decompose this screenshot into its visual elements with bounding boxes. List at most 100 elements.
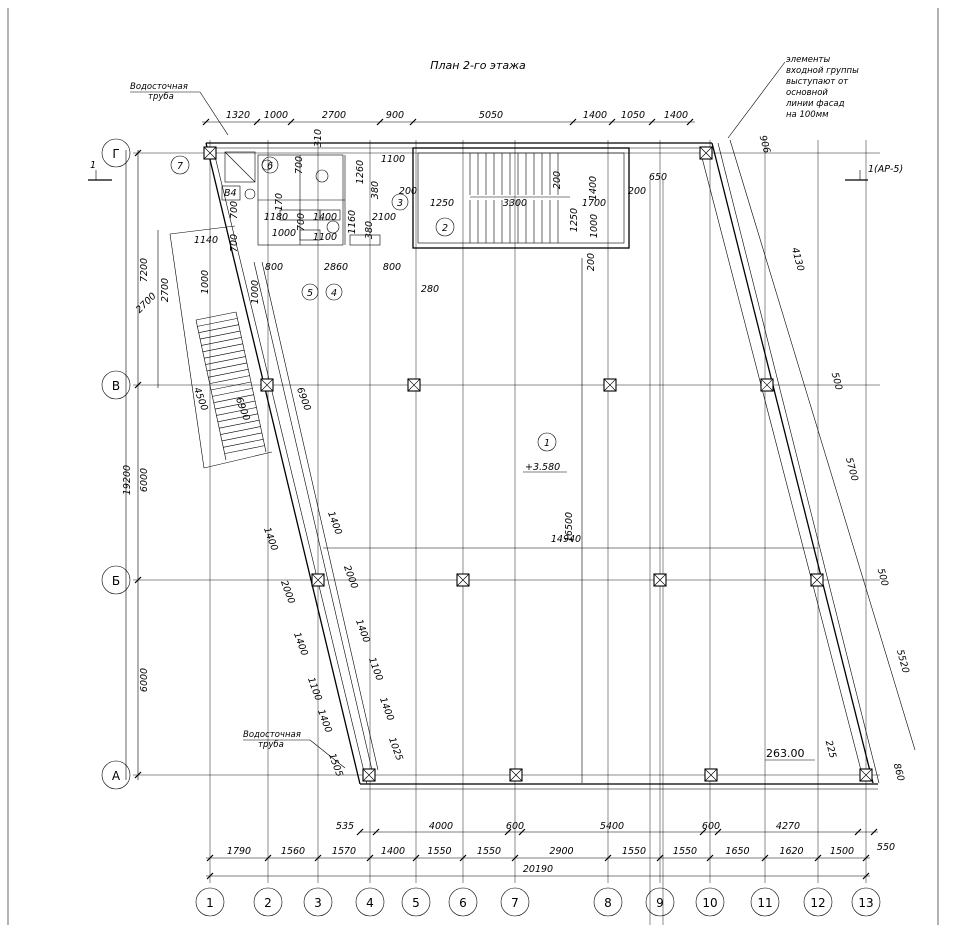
dim-label: 19200 [122, 465, 133, 495]
column [362, 768, 376, 782]
dim-tick [648, 118, 656, 126]
dim-label: 2900 [549, 846, 573, 857]
axis-label: 8 [604, 896, 612, 910]
dim-label: 5050 [479, 110, 503, 121]
drain-pipe-note-bottom: Водосточная труба [243, 730, 346, 769]
dim-label: 800 [265, 262, 283, 273]
dim-label: 700 [296, 213, 307, 231]
column [407, 378, 421, 392]
axis-label: 7 [511, 896, 519, 910]
axis-bubble-col-9: 9 [645, 887, 675, 917]
dim-tick [604, 854, 612, 862]
stair-step [219, 419, 260, 429]
svg-text:1(АР-5): 1(АР-5) [868, 164, 903, 175]
dim-label: 6900 [294, 386, 313, 412]
dim-label: 1050 [621, 110, 645, 121]
dim-tick [287, 118, 295, 126]
dim-label: 1100 [381, 154, 405, 165]
dim-label: 1000 [589, 214, 600, 238]
drawing-frame [7, 8, 939, 925]
dim-label: 1550 [477, 846, 501, 857]
column [260, 378, 274, 392]
dim-label: 1400 [313, 212, 337, 223]
axis-bubble-col-11: 11 [750, 887, 780, 917]
dim-label: 1400 [291, 631, 310, 657]
dim-tick [356, 828, 364, 836]
dim-label: 4000 [429, 821, 453, 832]
room-tag: В4 [224, 188, 237, 199]
dim-tick [862, 872, 870, 880]
column [311, 573, 325, 587]
elevation-mark: 263.00 [765, 747, 815, 761]
dim-label: 1250 [569, 208, 580, 232]
axis-label: 4 [366, 896, 374, 910]
dim-label: 200 [628, 186, 646, 197]
stair-step [213, 394, 254, 404]
dim-label: 1320 [226, 110, 250, 121]
dim-label: 225 [823, 739, 838, 759]
dim-label: 4270 [776, 821, 800, 832]
axis-bubble-row-2: В [101, 370, 131, 400]
column [509, 768, 523, 782]
dim-label: 1400 [381, 846, 405, 857]
dim-label: 2860 [324, 262, 348, 273]
axis-bubble-col-2: 2 [253, 887, 283, 917]
dim-label: 1000 [250, 280, 261, 304]
axis-label: 1 [206, 896, 214, 910]
dim-label: 700 [229, 201, 240, 219]
dim-label: 1100 [313, 232, 337, 243]
dim-label: 1400 [261, 526, 280, 552]
axis-label: 3 [314, 896, 322, 910]
stair-step [215, 400, 256, 410]
axis-bubble-col-12: 12 [803, 887, 833, 917]
dim-tick [134, 771, 142, 779]
dim-tick [714, 828, 722, 836]
axis-label: Г [112, 147, 119, 161]
column [203, 146, 217, 160]
sanitary-block [221, 151, 381, 246]
dim-label: 200 [552, 171, 563, 189]
svg-text:1: 1 [90, 160, 96, 171]
dim-label: 2700 [134, 291, 159, 316]
room-mark-2: 2 [435, 217, 455, 237]
dim-label: 380 [364, 221, 375, 239]
dim-tick [569, 118, 577, 126]
dim-tick [253, 118, 261, 126]
room-mark-3: 3 [391, 193, 409, 211]
dim-label: 1700 [582, 198, 606, 209]
column [699, 146, 713, 160]
entrance-note: элементы входной группы выступают от осн… [727, 55, 859, 139]
section-mark-right: 1(АР-5) [845, 164, 903, 181]
column [704, 768, 718, 782]
stair-step [205, 356, 246, 365]
stair-step [201, 337, 242, 346]
dim-label: 1180 [264, 212, 288, 223]
stair-stringer [195, 319, 227, 461]
axis-bubble-col-4: 4 [355, 887, 385, 917]
dim-tick [862, 854, 870, 862]
stair-core [412, 147, 630, 249]
dim-label: 700 [229, 234, 240, 252]
dim-tick [134, 381, 142, 389]
dim-label: 1250 [430, 198, 454, 209]
axis-label: 2 [264, 896, 272, 910]
stair-step [210, 381, 252, 391]
dim-label: 600 [506, 821, 524, 832]
dim-label: 1000 [272, 228, 296, 239]
dim-tick [134, 576, 142, 584]
column [760, 378, 774, 392]
svg-text:Водосточная: Водосточная [243, 730, 301, 740]
dim-label: 1000 [200, 270, 211, 294]
axis-bubble-col-1: 1 [195, 887, 225, 917]
svg-text:3: 3 [397, 198, 403, 209]
axis-bubble-col-6: 6 [448, 887, 478, 917]
stair-step [204, 349, 245, 359]
section-mark-left: 1 [88, 160, 112, 181]
dim-label: 2000 [278, 579, 297, 605]
dim-label: 1620 [779, 846, 803, 857]
dim-label: 2700 [322, 110, 346, 121]
